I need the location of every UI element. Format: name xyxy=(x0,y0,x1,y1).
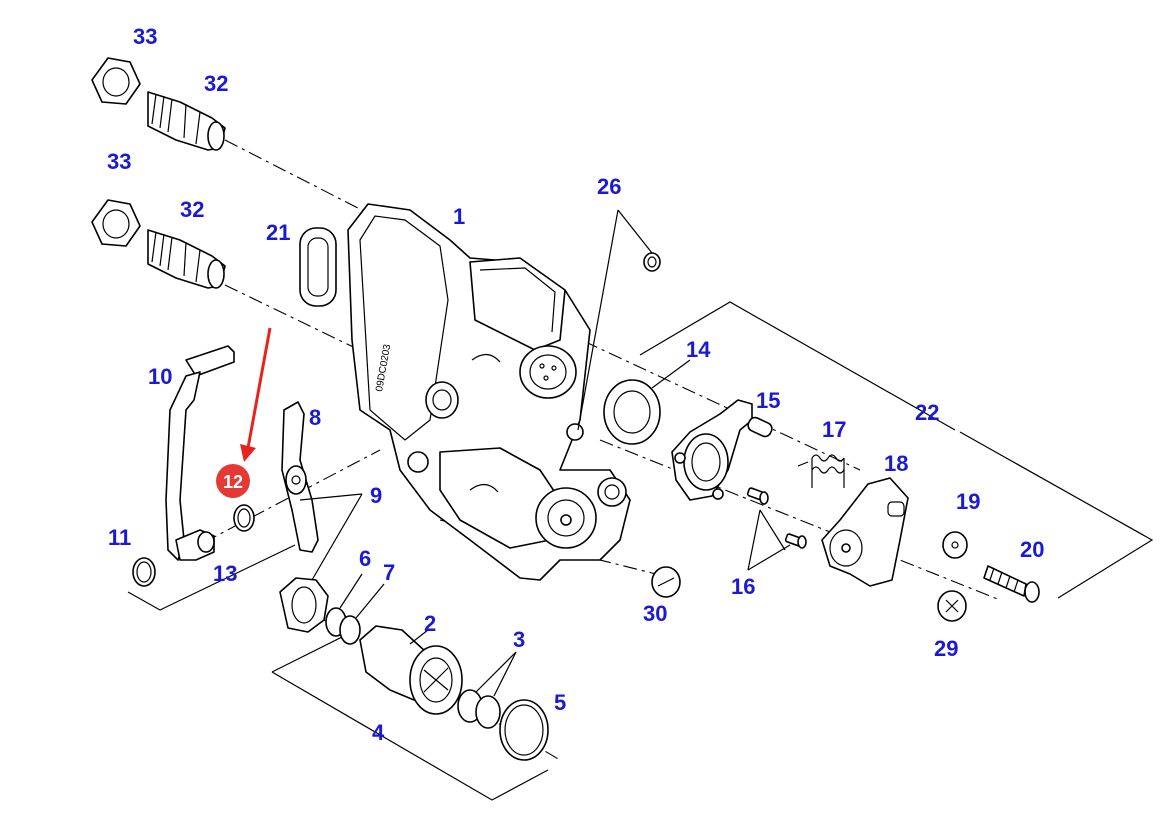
callout-10: 10 xyxy=(148,364,172,389)
o-ring-12 xyxy=(233,504,255,532)
rings-3 xyxy=(457,651,517,729)
callout-32-lower: 32 xyxy=(180,197,204,222)
cap-29 xyxy=(937,590,967,622)
hex-nut-33-lower xyxy=(91,199,141,247)
sleeve-9 xyxy=(279,493,363,633)
callout-16: 16 xyxy=(731,574,755,599)
callout-26: 26 xyxy=(597,174,621,199)
highlight-arrow xyxy=(240,327,272,462)
callout-11: 11 xyxy=(108,525,131,550)
callout-18: 18 xyxy=(884,451,908,476)
shift-fork-8 xyxy=(281,401,319,553)
callout-14: 14 xyxy=(686,337,711,362)
group-brackets xyxy=(127,301,1154,801)
callout-22: 22 xyxy=(915,400,939,425)
callout-4: 4 xyxy=(372,720,385,745)
callout-20: 20 xyxy=(1020,537,1044,562)
callout-1: 1 xyxy=(453,204,465,229)
highlight-badge-label: 12 xyxy=(223,472,243,492)
callout-9: 9 xyxy=(370,483,382,508)
hex-nut-33-upper xyxy=(91,57,141,105)
washer-19 xyxy=(942,531,968,559)
cam-lever-18 xyxy=(821,477,909,587)
callout-8: 8 xyxy=(309,405,321,430)
callout-15: 15 xyxy=(756,388,780,413)
callout-7: 7 xyxy=(383,560,395,585)
screws-16 xyxy=(746,487,807,571)
callout-13: 13 xyxy=(213,561,237,586)
valve-housing-1: 09DC0203 xyxy=(347,203,631,581)
callout-33-lower: 33 xyxy=(107,149,131,174)
callout-5: 5 xyxy=(554,690,566,715)
ring-7 xyxy=(339,583,385,645)
screw-20 xyxy=(983,565,1040,603)
callout-17: 17 xyxy=(822,417,846,442)
callout-29: 29 xyxy=(934,636,958,661)
fitting-32-upper xyxy=(147,91,226,151)
o-ring-26 xyxy=(577,209,661,431)
callout-labels: 33 32 33 32 21 1 26 14 15 17 22 18 19 20… xyxy=(107,24,1044,745)
o-ring-11 xyxy=(132,557,156,587)
fitting-32-lower xyxy=(147,229,226,289)
assembly-centerlines xyxy=(179,139,1001,761)
bracket-15 xyxy=(671,399,773,501)
seal-14 xyxy=(603,359,691,445)
lever-10 xyxy=(165,345,235,561)
highlight-badge-12[interactable]: 12 xyxy=(216,464,250,498)
callout-6: 6 xyxy=(359,546,371,571)
callout-2: 2 xyxy=(424,611,436,636)
callout-3: 3 xyxy=(513,627,525,652)
callout-32-upper: 32 xyxy=(204,71,228,96)
o-ring-5 xyxy=(499,699,549,761)
cap-30 xyxy=(651,566,681,598)
spring-17 xyxy=(797,454,845,488)
gasket-21 xyxy=(299,227,337,307)
spool-2 xyxy=(359,625,463,715)
callout-21: 21 xyxy=(266,220,290,245)
callout-30: 30 xyxy=(643,601,667,626)
callout-33-upper: 33 xyxy=(133,24,157,49)
callout-19: 19 xyxy=(956,489,980,514)
